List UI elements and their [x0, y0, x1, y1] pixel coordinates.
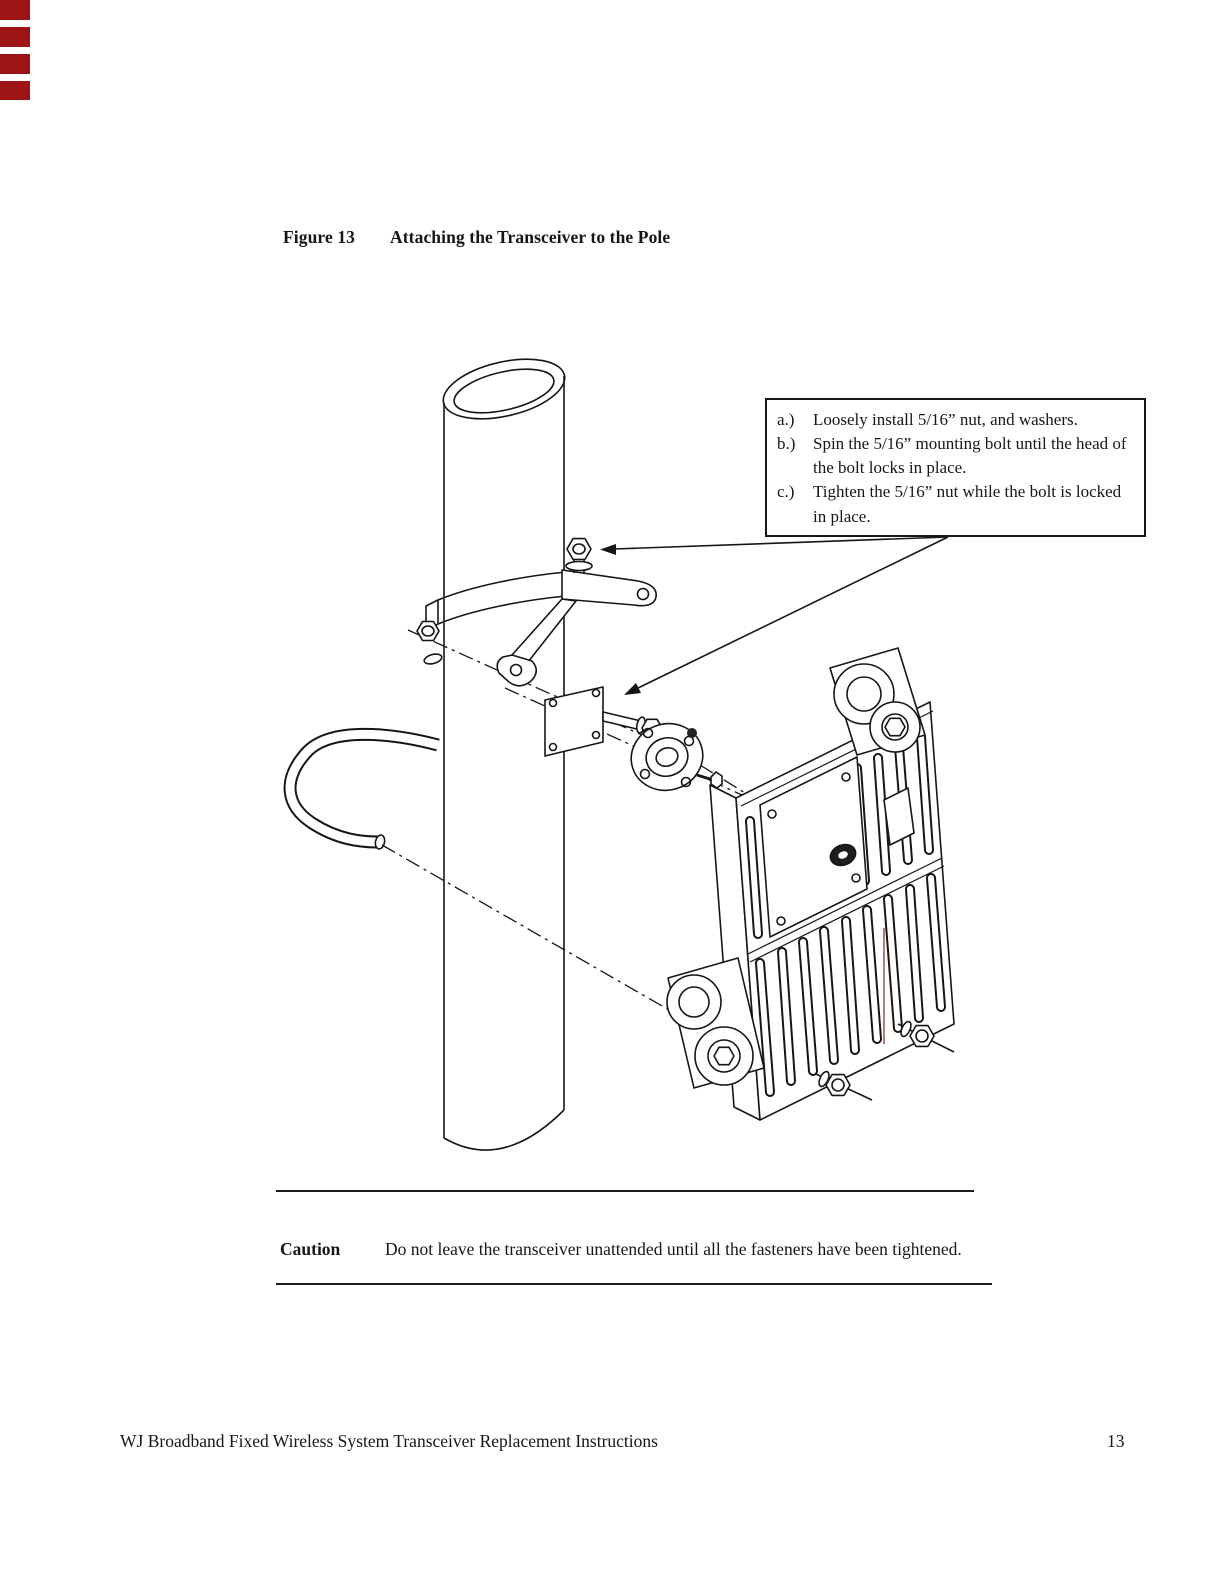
- bottom-mounting-bracket: [666, 957, 765, 1089]
- callout-text: Tighten the 5/16” nut while the bolt is …: [813, 482, 1122, 526]
- arrowhead: [624, 683, 641, 695]
- pole-clamp: [425, 569, 657, 687]
- binding-mark: [0, 0, 30, 20]
- instruction-callout-box: a.) Loosely install 5/16” nut, and washe…: [765, 398, 1146, 537]
- clamp-nut-washer: [416, 620, 443, 665]
- caution-text: Do not leave the transceiver unattended …: [385, 1239, 962, 1259]
- mounting-bolt: [565, 537, 593, 573]
- binding-mark: [0, 27, 30, 47]
- callout-text: Spin the 5/16” mounting bolt until the h…: [813, 434, 1127, 478]
- binding-marks: [0, 0, 30, 100]
- transceiver: [709, 701, 955, 1121]
- figure-label: Figure 13: [283, 227, 356, 247]
- caution-divider-bottom: [276, 1283, 992, 1285]
- callout-marker: b.): [777, 434, 796, 454]
- callout-item-b: b.) Spin the 5/16” mounting bolt until t…: [777, 432, 1134, 480]
- callout-item-c: c.) Tighten the 5/16” nut while the bolt…: [777, 480, 1134, 528]
- figure-caption: Figure 13 Attaching the Transceiver to t…: [283, 227, 670, 248]
- top-mounting-bracket: [829, 647, 926, 756]
- caution-divider-top: [276, 1190, 974, 1192]
- id-label: [883, 787, 915, 846]
- hex-nuts: [815, 1020, 955, 1101]
- figure-title: Attaching the Transceiver to the Pole: [390, 227, 671, 247]
- callout-text: Loosely install 5/16” nut, and washers.: [813, 410, 1078, 429]
- arrowhead: [600, 544, 616, 555]
- callout-marker: c.): [777, 482, 795, 502]
- access-cover: [759, 756, 868, 938]
- footer-document-title: WJ Broadband Fixed Wireless System Trans…: [120, 1431, 658, 1451]
- binding-mark: [0, 81, 30, 100]
- binding-mark: [0, 54, 30, 74]
- callout-marker: a.): [777, 410, 795, 429]
- antenna-flange: [630, 722, 723, 792]
- callout-leader-arrows: [600, 536, 949, 695]
- cable-hose: [283, 727, 440, 850]
- page-number: 13: [1107, 1431, 1125, 1451]
- callout-item-a: a.) Loosely install 5/16” nut, and washe…: [777, 408, 1134, 432]
- caution-label: Caution: [280, 1239, 341, 1259]
